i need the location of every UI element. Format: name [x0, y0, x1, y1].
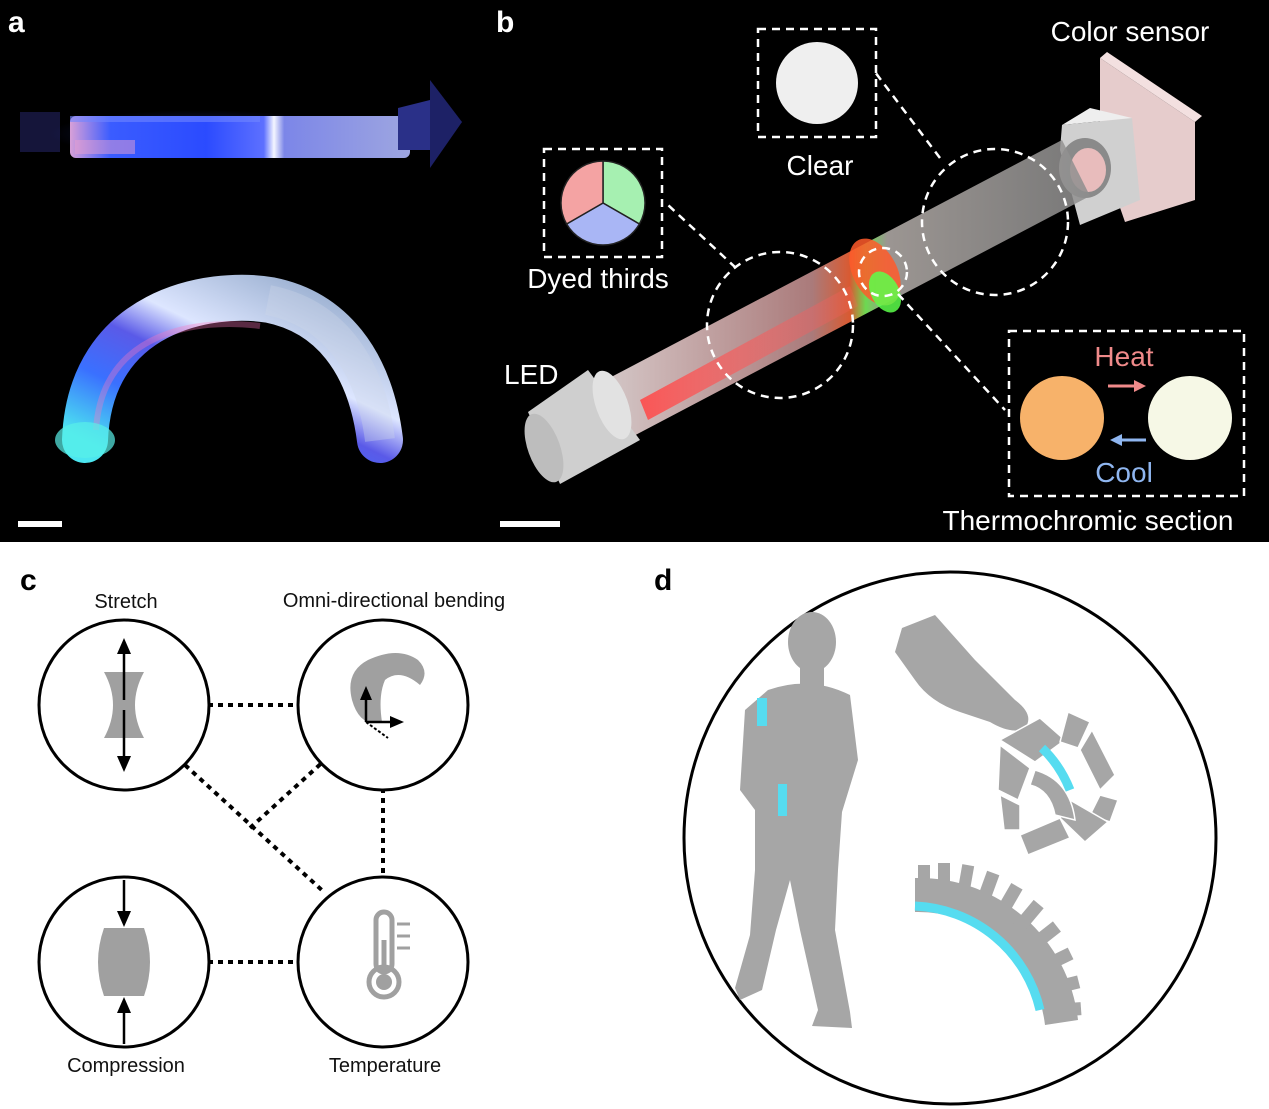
- led-label: LED: [504, 359, 558, 390]
- temperature-label: Temperature: [329, 1055, 441, 1077]
- thermo-cold-swatch: [1148, 376, 1232, 460]
- mode-connectors: [183, 703, 385, 964]
- bending-icon: [350, 653, 425, 724]
- panel-letter-d: d: [654, 564, 672, 597]
- scale-bar-a: [18, 521, 62, 527]
- thermometer-icon: [366, 909, 410, 1000]
- thermochromic-label: Thermochromic section: [943, 505, 1234, 536]
- person-silhouette: [735, 612, 858, 1028]
- panel-letter-b: b: [496, 6, 514, 39]
- bending-label: Omni-directional bending: [283, 590, 505, 612]
- stretch-mode: Stretch: [37, 591, 211, 792]
- dyed-thirds-pie: [560, 160, 646, 246]
- soft-actuator: [914, 863, 1082, 1025]
- panel-letter-a: a: [8, 6, 25, 39]
- temperature-mode: Temperature: [296, 875, 470, 1077]
- stretch-label: Stretch: [94, 591, 157, 613]
- heat-label: Heat: [1094, 341, 1153, 372]
- photo-bent-rod: [55, 274, 403, 463]
- panel-c: c Stretch Omni-dire: [20, 564, 505, 1077]
- panel-letter-c: c: [20, 564, 37, 597]
- color-sensor-label: Color sensor: [1051, 16, 1210, 47]
- dyed-thirds-label: Dyed thirds: [527, 263, 669, 294]
- panel-a: a: [0, 0, 473, 542]
- sensor-strip-shoulder: [757, 698, 767, 726]
- gripper-sensor-strip: [1038, 744, 1075, 792]
- compression-mode: Compression: [37, 875, 211, 1077]
- compression-icon: [98, 928, 150, 996]
- photo-straight-rod: [20, 80, 462, 168]
- led-cap: [524, 370, 640, 484]
- cool-label: Cool: [1095, 457, 1153, 488]
- actuator-sensor-strip: [914, 901, 1045, 1012]
- zoom-callouts: [667, 71, 1070, 411]
- dyed-thirds-inset: Dyed thirds: [527, 147, 669, 294]
- scale-bar-b: [500, 521, 560, 527]
- bending-mode: Omni-directional bending: [283, 590, 505, 792]
- sensor-tube: [556, 140, 1090, 462]
- hand-silhouette: [895, 615, 1029, 731]
- panel-b: Clear Dyed thirds Color sensor LED Heat …: [473, 0, 1269, 542]
- clear-swatch: [776, 42, 858, 124]
- stretch-icon: [104, 672, 144, 738]
- sensor-strip-hip: [778, 784, 787, 816]
- panel-a-background: [0, 0, 473, 542]
- thermo-hot-swatch: [1020, 376, 1104, 460]
- compression-label: Compression: [67, 1055, 185, 1077]
- clear-inset: Clear: [756, 27, 878, 181]
- thermochromic-inset: Heat Cool: [1007, 329, 1246, 498]
- panel-d: d: [654, 564, 1218, 1106]
- clear-label: Clear: [787, 150, 854, 181]
